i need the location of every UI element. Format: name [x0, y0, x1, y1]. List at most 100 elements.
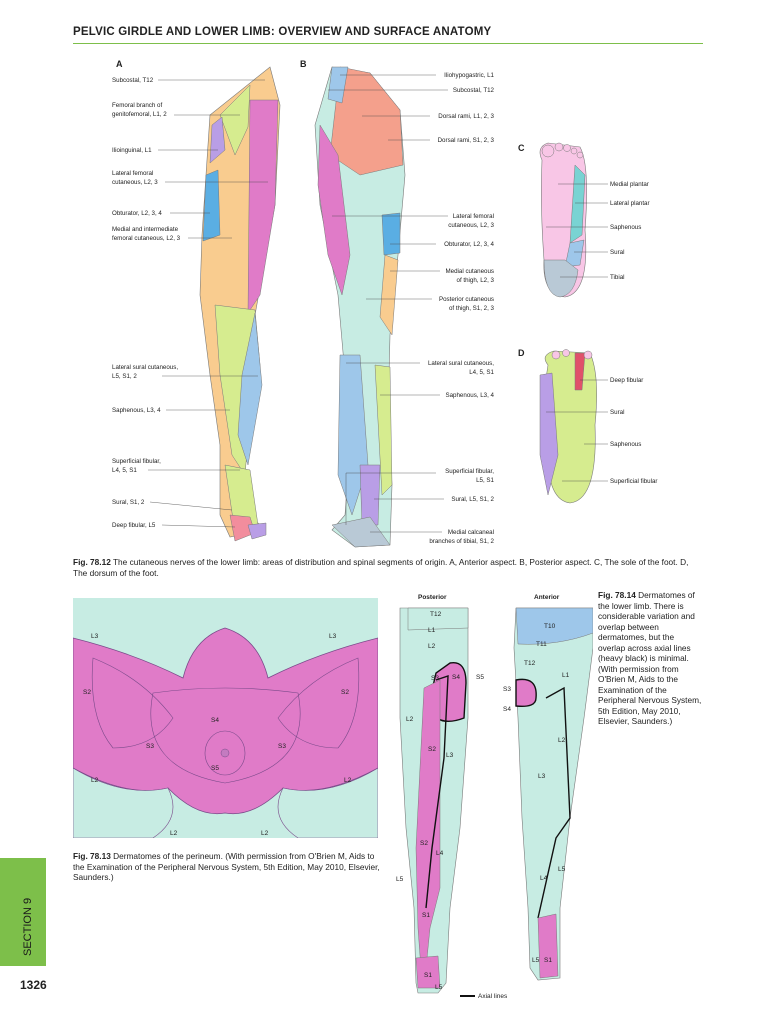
label-a-8: Saphenous, L3, 4	[112, 407, 161, 414]
label-c-4: Sural	[610, 249, 624, 256]
svg-text:Obturator, L2, 3, 4: Obturator, L2, 3, 4	[112, 210, 162, 217]
svg-text:Deep fibular, L5: Deep fibular, L5	[112, 522, 156, 529]
label-b-7b: of thigh, L2, 3	[457, 277, 495, 284]
svg-text:Lateral sural cutaneous,L5, S1: Lateral sural cutaneous, L5, S1, 2	[112, 364, 178, 380]
fig-78-13-label: Fig. 78.13	[73, 851, 111, 861]
svg-text:Dorsal rami, S1, 2, 3: Dorsal rami, S1, 2, 3	[438, 137, 495, 144]
svg-text:Subcostal, T12: Subcostal, T12	[112, 77, 154, 84]
label-a-2a: Femoral branch of	[112, 102, 162, 109]
posterior-dermatome-labels: T12 L1 L2 S3 S4 S5 L2 S2 L3 S2 L4 L5 S1 …	[396, 611, 484, 991]
label-d-4: Superficial fibular	[610, 478, 657, 485]
perineum-label-6: S3	[146, 743, 154, 750]
label-b-4: Dorsal rami, S1, 2, 3	[438, 137, 495, 144]
label-b-10: Saphenous, L3, 4	[445, 392, 494, 399]
perineum-dermatome-figure: L3 L3 S2 S2 S4 S3 S3 S5 L2 L2 L2 L2	[73, 598, 378, 838]
ant-label-6: S4	[503, 706, 511, 713]
label-b-7a: Medial cutaneous	[446, 268, 495, 275]
label-a-4a: Lateral femoral	[112, 170, 153, 177]
perineum-label-9: L2	[91, 777, 99, 784]
svg-text:Saphenous, L3, 4: Saphenous, L3, 4	[445, 392, 494, 399]
section-tab	[0, 858, 46, 966]
label-b-6: Obturator, L2, 3, 4	[444, 241, 494, 248]
label-c-3: Saphenous	[610, 224, 641, 231]
post-label-9: L3	[446, 752, 454, 759]
ant-label-10: L4	[540, 875, 548, 882]
header-rule	[73, 43, 703, 44]
label-d-2: Sural	[610, 409, 624, 416]
label-a-10: Sural, S1, 2	[112, 499, 145, 506]
ant-label-4: L1	[562, 672, 570, 679]
label-a-9b: L4, 5, S1	[112, 467, 137, 474]
label-b-5b: cutaneous, L2, 3	[448, 222, 494, 229]
label-a-7a: Lateral sural cutaneous,	[112, 364, 178, 371]
post-label-13: S1	[422, 912, 430, 919]
fig-78-13-caption: Fig. 78.13 Dermatomes of the perineum. (…	[73, 851, 383, 883]
post-label-1: T12	[430, 611, 442, 618]
posterior-labels: Iliohypogastric, L1 Subcostal, T12 Dorsa…	[328, 72, 495, 545]
post-label-4: S3	[431, 675, 439, 682]
fig-78-14-text: Dermatomes of the lower limb. There is c…	[598, 590, 702, 726]
label-b-13b: branches of tibial, S1, 2	[429, 538, 494, 545]
post-label-6: S5	[476, 674, 484, 681]
lower-limb-dermatome-figure: Posterior Anterior T12 L1 L2 S3 S4 S5 L2…	[396, 594, 593, 1000]
ant-label-1: T10	[544, 623, 556, 630]
post-label-2: L1	[428, 627, 436, 634]
label-a-5: Obturator, L2, 3, 4	[112, 210, 162, 217]
svg-text:Lateral sural cutaneous,L4, 5,: Lateral sural cutaneous,L4, 5, S1	[428, 360, 495, 376]
ant-label-12: S1	[544, 957, 552, 964]
ant-label-7: L2	[558, 737, 566, 744]
post-label-12: L5	[396, 876, 404, 883]
svg-text:Iliohypogastric, L1: Iliohypogastric, L1	[444, 72, 494, 79]
panel-d-label: D	[518, 348, 525, 358]
label-a-2b: genitofemoral, L1, 2	[112, 111, 167, 118]
label-a-1: Subcostal, T12	[112, 77, 154, 84]
label-b-1: Iliohypogastric, L1	[444, 72, 494, 79]
label-b-13a: Medial calcaneal	[448, 529, 494, 536]
perineum-label-4: S2	[341, 689, 349, 696]
svg-text:Superficial fibular,L5, S1: Superficial fibular,L5, S1	[445, 468, 494, 484]
fig-78-12-label: Fig. 78.12	[73, 557, 111, 567]
svg-text:Superficial fibular,L4, 5, S1: Superficial fibular,L4, 5, S1	[112, 458, 161, 474]
perineum-label-8: S5	[211, 765, 219, 772]
posterior-dermatome-leg	[399, 607, 469, 994]
post-label-7: L2	[406, 716, 414, 723]
anterior-dermatome-labels: T10 T11 T12 L1 S3 S4 L2 L3 L5 L4 L5 S1	[503, 623, 570, 964]
label-b-2: Subcostal, T12	[453, 87, 495, 94]
label-b-8b: of thigh, S1, 2, 3	[449, 305, 495, 312]
label-d-3: Saphenous	[610, 441, 641, 448]
dorsum-foot-illustration	[539, 349, 597, 504]
label-b-9a: Lateral sural cutaneous,	[428, 360, 494, 367]
panel-b-label: B	[300, 59, 307, 69]
label-a-7b: L5, S1, 2	[112, 373, 137, 380]
ant-label-3: T12	[524, 660, 536, 667]
svg-text:Subcostal, T12: Subcostal, T12	[453, 87, 495, 94]
posterior-leg-illustration	[314, 66, 406, 548]
label-a-6b: femoral cutaneous, L2, 3	[112, 235, 181, 242]
post-label-15: L5	[435, 984, 443, 991]
perineum-label-5: S4	[211, 717, 219, 724]
perineum-label-7: S3	[278, 743, 286, 750]
post-label-5: S4	[452, 674, 460, 681]
fig-78-12-text: The cutaneous nerves of the lower limb: …	[73, 557, 689, 578]
post-label-14: S1	[424, 972, 432, 979]
post-label-8: S2	[428, 746, 436, 753]
post-label-11: L4	[436, 850, 444, 857]
panel-c-label: C	[518, 143, 525, 153]
sole-foot-illustration	[539, 142, 587, 298]
ant-label-5: S3	[503, 686, 511, 693]
perineum-label-12: L2	[261, 830, 269, 837]
label-a-11: Deep fibular, L5	[112, 522, 156, 529]
anterior-dermatome-leg	[513, 607, 593, 981]
svg-text:Sural, L5, S1, 2: Sural, L5, S1, 2	[451, 496, 494, 503]
anterior-title: Anterior	[534, 594, 560, 601]
ant-label-9: L5	[558, 866, 566, 873]
section-label: SECTION 9	[22, 898, 34, 956]
svg-text:Saphenous, L3, 4: Saphenous, L3, 4	[112, 407, 161, 414]
fig-78-12-caption: Fig. 78.12 The cutaneous nerves of the l…	[73, 557, 698, 578]
